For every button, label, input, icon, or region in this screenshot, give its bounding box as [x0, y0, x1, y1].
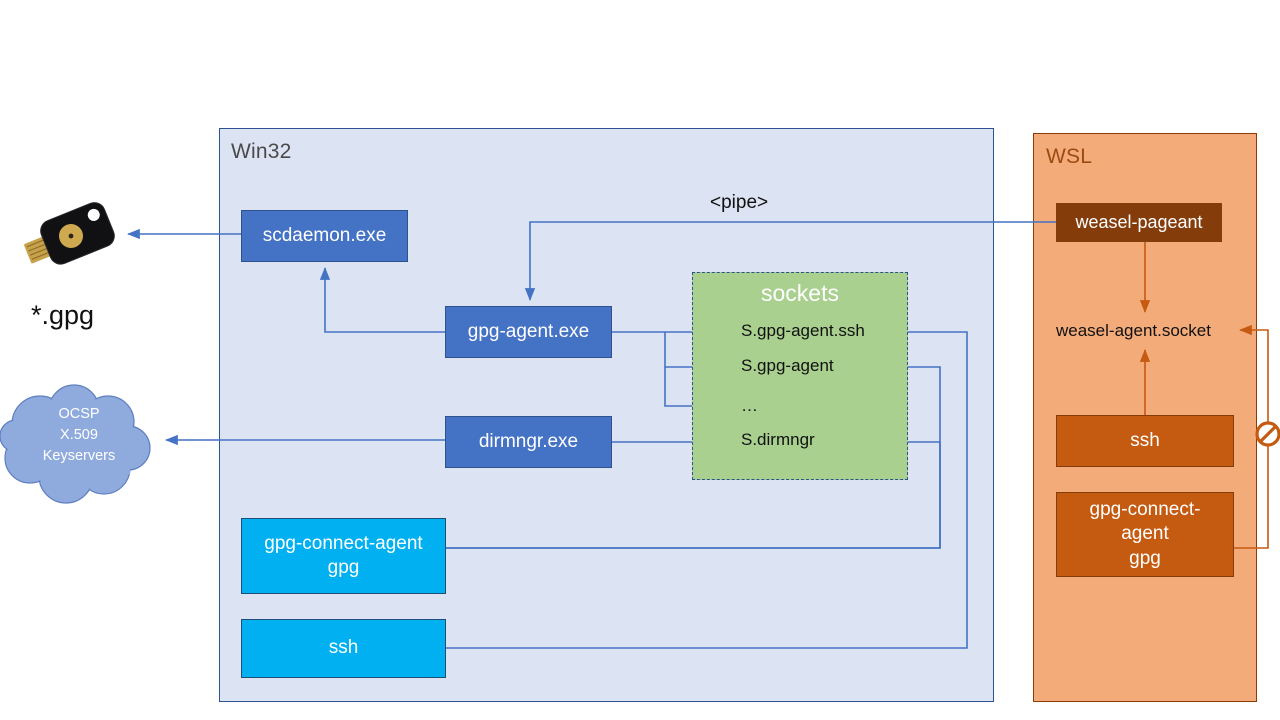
cloud-shape-keyservers: [0, 384, 160, 506]
wsl-socket-label-weasel-agent-socket: weasel-agent.socket: [1056, 321, 1211, 340]
wire-pipe-weaselpageant-to-gpgagent: [524, 221, 1056, 301]
gpg-file-label: *.gpg: [31, 300, 95, 330]
process-label-weasel-pageant: weasel-pageant: [1075, 211, 1203, 232]
process-box-ssh-win32[interactable]: ssh: [241, 619, 446, 678]
sockets-group: [692, 272, 908, 480]
process-box-ssh-wsl[interactable]: ssh: [1056, 415, 1234, 467]
socket-item-ellipsis: …: [741, 396, 758, 415]
socket-item-s-dirmngr: S.dirmngr: [741, 430, 815, 449]
process-box-weasel-pageant[interactable]: weasel-pageant: [1056, 203, 1222, 242]
socket-item-s-gpg-agent: S.gpg-agent: [741, 356, 834, 375]
wsl-panel-title: WSL: [1046, 145, 1093, 168]
label-line-2: gpg: [327, 557, 360, 578]
label-line-3: gpg: [1129, 547, 1161, 569]
label-line-1: gpg-connect-: [1089, 499, 1201, 521]
wire-wslgpgconnect-to-weaselsocket-blocked: [1234, 324, 1269, 549]
process-label-scdaemon: scdaemon.exe: [262, 224, 387, 246]
process-label-gpg-connect-agent-win32: gpg-connect-agent gpg: [264, 532, 422, 581]
process-label-ssh-wsl: ssh: [1130, 429, 1160, 451]
cloud-line-x509: X.509: [60, 427, 98, 444]
wire-gpgagent-to-scdaemon: [319, 267, 445, 333]
cloud-label-keyservers: OCSP X.509 Keyservers: [0, 404, 158, 467]
cloud-line-ocsp: OCSP: [58, 406, 100, 422]
label-line-1: gpg-connect-agent: [264, 532, 423, 554]
process-label-gpg-agent: gpg-agent.exe: [467, 320, 590, 342]
cloud-line-keyservers: Keyservers: [42, 448, 116, 465]
process-box-gpg-connect-agent-wsl[interactable]: gpg-connect- agent gpg: [1056, 492, 1234, 577]
yubikey-icon: [16, 196, 126, 276]
process-box-scdaemon[interactable]: scdaemon.exe: [241, 210, 408, 262]
process-box-gpg-agent[interactable]: gpg-agent.exe: [445, 306, 612, 358]
process-box-dirmngr[interactable]: dirmngr.exe: [445, 416, 612, 468]
label-line-2: agent: [1121, 523, 1169, 545]
sockets-group-heading: sockets: [761, 280, 839, 306]
win32-panel-title: Win32: [231, 140, 292, 163]
wire-ssh-to-sock-ssh: [446, 326, 968, 649]
process-label-gpg-connect-agent-wsl: gpg-connect- agent gpg: [1090, 498, 1201, 571]
process-label-ssh-win32: ssh: [328, 637, 359, 659]
wire-gpgconnect-to-sock-dirmngr: [446, 436, 941, 549]
pipe-connection-label: <pipe>: [710, 192, 769, 213]
socket-item-s-gpg-agent-ssh: S.gpg-agent.ssh: [741, 321, 865, 340]
process-label-dirmngr: dirmngr.exe: [478, 430, 579, 452]
process-box-gpg-connect-agent-win32[interactable]: gpg-connect-agent gpg: [241, 518, 446, 594]
